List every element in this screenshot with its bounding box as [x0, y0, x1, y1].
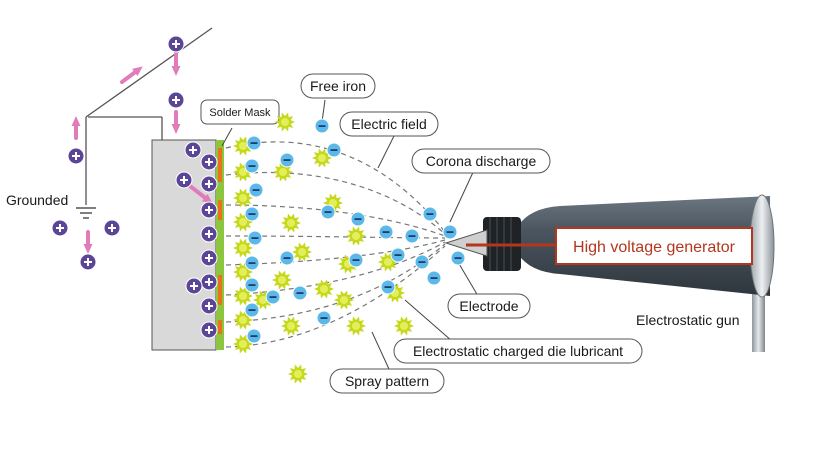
positive-charge-icon [51, 219, 69, 237]
negative-ion-icon [348, 252, 364, 268]
charge-flow-arrow-icon [83, 230, 93, 254]
lubricant-particle-icon [288, 364, 308, 384]
charge-flow-arrow-icon [188, 184, 213, 204]
solder-mask-strip [216, 140, 224, 350]
negative-ion-icon [246, 328, 262, 344]
lubricant-particle-icon [272, 270, 292, 290]
negative-ion-icon [244, 302, 260, 318]
lubricant-particle-icon [394, 316, 414, 336]
lubricant-particle-icon [233, 188, 253, 208]
negative-ion-icon [314, 118, 330, 134]
lubricant-particle-icon [292, 242, 312, 262]
positive-charge-icon [175, 171, 193, 189]
high-voltage-generator-label: High voltage generator [573, 239, 736, 256]
ground-symbol-icon [76, 207, 96, 219]
lubricant-particle-icon [281, 213, 301, 233]
positive-charge-icon [79, 253, 97, 271]
negative-ion-icon [442, 224, 458, 240]
negative-ion-icon [404, 228, 420, 244]
electric-field-label: Electric field [351, 116, 426, 132]
negative-ion-icon [248, 182, 264, 198]
free-iron-label: Free iron [310, 78, 366, 94]
gun-support-pole [752, 290, 765, 352]
negative-ion-icon [426, 270, 442, 286]
lubricant-particle-icon [281, 316, 301, 336]
negative-ion-icon [450, 250, 466, 266]
ground-wiring [85, 27, 213, 205]
positive-charge-icon [167, 91, 185, 109]
positive-charge-icon [200, 297, 218, 315]
lubricant-particle-icon [346, 226, 366, 246]
charge-flow-arrow-icon [171, 110, 181, 134]
lubricant-particle-icon [233, 238, 253, 258]
negative-ion-icon [390, 247, 406, 263]
high-voltage-generator-box [555, 227, 753, 265]
charge-flow-arrow-icon [171, 50, 181, 76]
negative-ion-icon [326, 142, 342, 158]
lubricant-particle-icon [312, 148, 332, 168]
electrostatic-gun [444, 194, 775, 352]
positive-charge-icon [167, 35, 185, 53]
electrode-tip [444, 229, 488, 257]
electrode-label: Electrode [459, 298, 518, 314]
negative-ion-icon [244, 255, 260, 271]
spray-pattern-label: Spray pattern [345, 373, 429, 389]
lubricant-particle-icon [346, 316, 366, 336]
negative-ion-icon [422, 206, 438, 222]
negative-ion-icon [320, 204, 336, 220]
charge-flow-arrow-icon [120, 66, 143, 84]
positive-charge-icon [200, 175, 218, 193]
negative-ion-icon [246, 135, 262, 151]
gun-rear-rim [749, 194, 775, 298]
electrostatic-lubricant-label: Electrostatic charged die lubricant [413, 343, 623, 359]
positive-charge-icon [200, 153, 218, 171]
lubricant-particles [233, 112, 414, 384]
negative-ion-icon [292, 285, 308, 301]
negative-ion-icon [350, 211, 366, 227]
positive-charge-icon [103, 219, 121, 237]
charge-flow-arrows [71, 50, 213, 254]
negative-ion-icon [265, 289, 281, 305]
negative-ion-icon [414, 254, 430, 270]
positive-charge-icon [200, 321, 218, 339]
electrostatic-gun-label: Electrostatic gun [636, 312, 740, 328]
lubricant-particle-icon [314, 279, 334, 299]
solder-mask-label: Solder Mask [209, 107, 271, 119]
positive-charge-icon [200, 201, 218, 219]
corona-discharge-label: Corona discharge [426, 153, 537, 169]
negative-ions [244, 118, 466, 344]
negative-ion-icon [279, 250, 295, 266]
grounded-label: Grounded [6, 192, 68, 208]
charge-flow-arrow-icon [71, 116, 81, 140]
lubricant-particle-icon [334, 290, 354, 310]
negative-ion-icon [244, 277, 260, 293]
negative-ion-icon [244, 158, 260, 174]
negative-ion-icon [378, 224, 394, 240]
label-pills [200, 73, 643, 394]
positive-charge-icon [200, 225, 218, 243]
negative-ion-icon [247, 230, 263, 246]
positive-charges [51, 35, 218, 339]
positive-charge-icon [184, 141, 202, 159]
negative-ion-icon [279, 152, 295, 168]
negative-ion-icon [380, 279, 396, 295]
negative-ion-icon [244, 206, 260, 222]
positive-charge-icon [67, 147, 85, 165]
positive-charge-icon [185, 277, 203, 295]
electric-field-lines [225, 141, 446, 348]
positive-charge-icon [200, 249, 218, 267]
lubricant-particle-icon [275, 112, 295, 132]
positive-charge-icon [200, 273, 218, 291]
negative-ion-icon [316, 310, 332, 326]
